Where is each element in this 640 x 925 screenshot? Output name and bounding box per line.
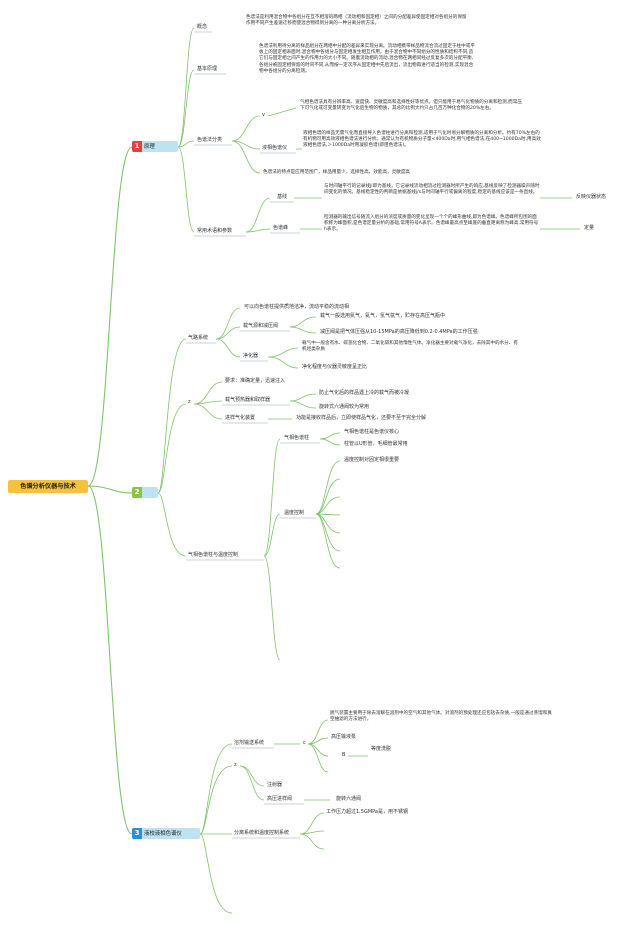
node-carrier-gas-source[interactable]: 载气源和减压阀 [243, 323, 279, 329]
node-gas-path-system[interactable]: 气路系统 [188, 335, 209, 341]
text-inject-2: 旋转式六通阀较为常用 [319, 404, 370, 410]
node-c[interactable]: c [303, 740, 306, 746]
node-b[interactable]: B [342, 752, 346, 758]
text-liquid-chromatography: 液相色谱的样品无需气化而直接导入色谱柱进行分离和检测,适用于气化时易分解物质的分… [303, 131, 541, 149]
text-source-2: 减压阀是把气体压强从10-15MPa的高压降低到0.2-0.4MPa的工作压强 [320, 329, 478, 335]
text-vaporization: 功能是接收样品后，立即使样品气化，还要不至于完全分解 [296, 415, 427, 421]
node-vaporization-device[interactable]: 进样气化装置 [225, 415, 256, 421]
node-baseline-reflects[interactable]: 反映仪器状态 [576, 194, 607, 200]
text-baseline: 与时间轴平行的记录线Ji即为基线，它记录线流动相流过检测器时所产生的响应,基线反… [324, 184, 540, 196]
node-purifier[interactable]: 净化器 [243, 353, 259, 359]
link-root-b3 [87, 485, 133, 835]
node-baseline[interactable]: 基线 [277, 194, 288, 200]
text-gas-chromatography: 气相色谱法具有分辨率高、速度快、灵敏度高和选择性好等优点。但只能用于易气化物质的… [300, 100, 522, 112]
text-peak: 检测器的输出信号随流入组分的浓度或质量的变化呈现一个个的峰形曲线,即为色谱峰。色… [324, 215, 539, 233]
node-gc-column[interactable]: 气相色谱柱 [284, 435, 310, 441]
node-separation-temp-system[interactable]: 分离系统和温度控制系统 [234, 830, 290, 836]
text-gas-path-intro: 可以向色谱柱提供质地洁净，流动平稳的流动相 [244, 304, 350, 310]
node-method-classification[interactable]: 色谱法分类 [197, 137, 223, 143]
node-preheater-sampler[interactable]: 载气预热器和取样器 [225, 397, 271, 403]
node-solvent-delivery[interactable]: 溶剂输送系统 [234, 740, 265, 746]
branch-instrument[interactable]: 2 [132, 487, 158, 498]
node-basic-principle[interactable]: 基本原理 [197, 66, 218, 72]
branch-label: 原理 [144, 144, 155, 150]
node-chromatographic-peak[interactable]: 色谱峰 [273, 225, 289, 231]
text-concept: 色谱法是利用混合物中各组分在互不相溶的两相（流动相和固定相）之间的分配差异使固定… [246, 15, 467, 27]
node-concept[interactable]: 概念 [197, 24, 208, 30]
text-six-port-valve: 旋转六通阀 [336, 796, 362, 802]
link-root-b2 [87, 485, 133, 494]
text-basic-principle: 色谱法利用待分离的样品组分在两相中分配的差异来实现分离。流动相携带样品物流合流过… [259, 44, 475, 74]
text-gc-column-1: 气相色谱柱是色谱仪核心 [344, 429, 400, 435]
text-requirement: 要求：准确定量，迅速注入 [225, 378, 286, 384]
text-temp-heading: 温度控制对固定相很重要 [344, 457, 400, 463]
node-liquid-chromatograph[interactable]: 液相色谱仪 [262, 145, 288, 151]
node-z[interactable]: z [188, 399, 191, 405]
text-isocratic-elution: 等度洗脱 [371, 746, 392, 752]
node-hp-injection-valve[interactable]: 高压进样阀 [267, 796, 293, 802]
node-column-temperature[interactable]: 气相色谱柱与温度控制 [188, 552, 239, 558]
node-terms-parameters[interactable]: 常用术语和参数 [197, 228, 233, 234]
node-temperature-control[interactable]: 温度控制 [284, 510, 305, 516]
text-purifier-2: 净化程度与仪器灵敏度呈正比 [302, 364, 368, 370]
text-inject-1: 防止气化后的样品遇上冷的载气而被冷凝 [319, 390, 410, 396]
node-high-pressure-pump[interactable]: 高压输液泵 [331, 734, 357, 740]
text-degassing: 脱气装置主要用于除去溶解在溶剂中的空气和其他气体。对溶剂的预处理还应包括去杂质,… [330, 711, 552, 723]
link-root-b1 [87, 146, 133, 487]
text-gc-column-2: 柱管以U形管，毛细管最常用 [344, 441, 408, 447]
branch-number-badge: 2 [132, 487, 142, 498]
node-z-liquid[interactable]: z [234, 762, 237, 768]
root-node[interactable]: 色谱分析仪器与技术 [8, 480, 88, 493]
branch-number-badge: 3 [132, 828, 142, 839]
text-features: 色谱法的特点是应用范围广，样品用量少，选择性高，效能高，灵敏度高 [263, 170, 411, 175]
branch-number-badge: 1 [132, 141, 142, 152]
node-quantitative[interactable]: 定量 [584, 225, 595, 231]
text-purifier-1: 载气中一般含有水、碳氢化合物、二氧化碳和其他惰性气体。净化器主要对载气净化，去除… [302, 341, 518, 353]
branch-label: 液校液相色谱仪 [144, 831, 182, 837]
node-injector[interactable]: 注射器 [267, 782, 283, 788]
text-source-1: 载气一般选用氮气，氦气，氢气氩气，贮存在高压气瓶中 [320, 313, 446, 319]
text-pressure: 工作压力超过1.5GMPa是，用不锈钢 [326, 809, 408, 815]
node-v[interactable]: v [262, 112, 265, 118]
